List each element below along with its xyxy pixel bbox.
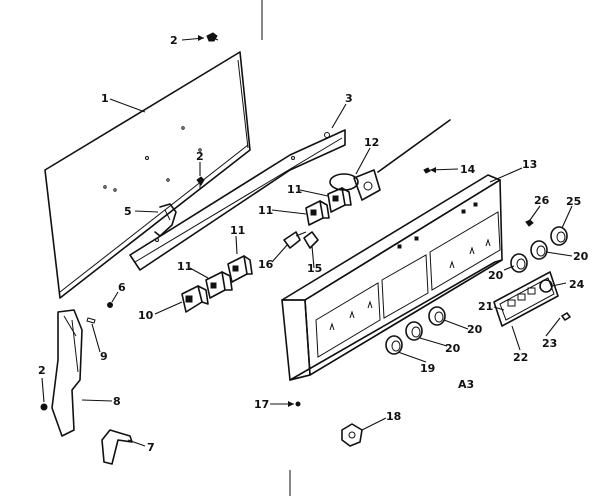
fastener-part-6: [107, 302, 113, 308]
label-18: 18: [386, 410, 401, 423]
clip-part-5: [154, 203, 177, 237]
switch-plate-part-22: [493, 271, 559, 327]
label-3: 3: [345, 92, 353, 105]
label-25: 25: [566, 195, 581, 208]
label-6: 6: [118, 281, 126, 294]
knob-part-20-c: [510, 253, 528, 273]
switch-part-11-upper-a: [305, 200, 330, 226]
arrowheads: [198, 35, 436, 407]
knob-part-20-d: [530, 240, 548, 260]
screw-part-23: [561, 312, 571, 321]
label-11-middle: 11: [258, 204, 273, 217]
label-24: 24: [569, 278, 585, 291]
label-23: 23: [542, 337, 557, 350]
label-14: 14: [460, 163, 476, 176]
terminal-part-15: [303, 231, 319, 249]
label-2-top: 2: [170, 34, 178, 47]
label-11-top: 11: [287, 183, 302, 196]
switch-part-10: [181, 285, 209, 313]
label-22: 22: [513, 351, 528, 364]
label-21: 21: [478, 300, 493, 313]
knob-part-20-a: [405, 321, 423, 341]
label-20-left-upper: 20: [488, 269, 504, 282]
label-20-lower: 20: [445, 342, 461, 355]
label-16: 16: [258, 258, 274, 271]
screw-part-2-top: [206, 32, 219, 42]
label-15: 15: [307, 262, 322, 275]
label-20-middle: 20: [467, 323, 483, 336]
label-11-lower-left: 11: [177, 260, 192, 273]
screw-part-17: [295, 401, 301, 407]
screw-part-26: [525, 219, 534, 227]
control-console-part-13: [281, 174, 503, 381]
switch-part-11-lower-a: [205, 271, 233, 299]
knob-part-20-b: [428, 306, 446, 326]
switch-part-11-upper-b: [327, 187, 352, 213]
label-26: 26: [534, 194, 550, 207]
diagram-code: A3: [458, 378, 474, 391]
label-17: 17: [254, 398, 269, 411]
label-12: 12: [364, 136, 379, 149]
rear-panel-part-1: [44, 51, 251, 299]
label-19: 19: [420, 362, 435, 375]
knob-part-19: [385, 335, 403, 355]
timer-motor-part-12: [329, 119, 451, 201]
label-11-upper-left: 11: [230, 224, 245, 237]
screw-part-2-left: [40, 403, 48, 411]
l-bracket-part-7: [101, 429, 133, 465]
label-2-left: 2: [38, 364, 46, 377]
label-9: 9: [100, 350, 108, 363]
nut-part-18: [341, 423, 363, 447]
connector-part-16: [283, 231, 307, 249]
screw-part-2-middle: [196, 176, 205, 190]
label-1: 1: [101, 92, 109, 105]
screw-part-9: [86, 317, 96, 324]
label-5: 5: [124, 205, 132, 218]
switch-part-11-lower-b: [227, 255, 253, 283]
panel-lower-bracket: [129, 129, 346, 271]
screw-part-14: [423, 167, 431, 174]
buttons-part-24: [507, 279, 553, 307]
label-8: 8: [113, 395, 121, 408]
label-20-right: 20: [573, 250, 589, 263]
side-bracket-part-8: [51, 309, 83, 437]
label-13: 13: [522, 158, 537, 171]
knob-part-25: [550, 226, 568, 246]
label-2-middle: 2: [196, 150, 204, 163]
leader-lines: [41, 37, 573, 447]
label-7: 7: [147, 441, 155, 454]
callout-labels: 2 1 3 2 5 6 9 10 8 2 7 11 11 11 11 12 14…: [38, 34, 589, 454]
label-10: 10: [138, 309, 154, 322]
